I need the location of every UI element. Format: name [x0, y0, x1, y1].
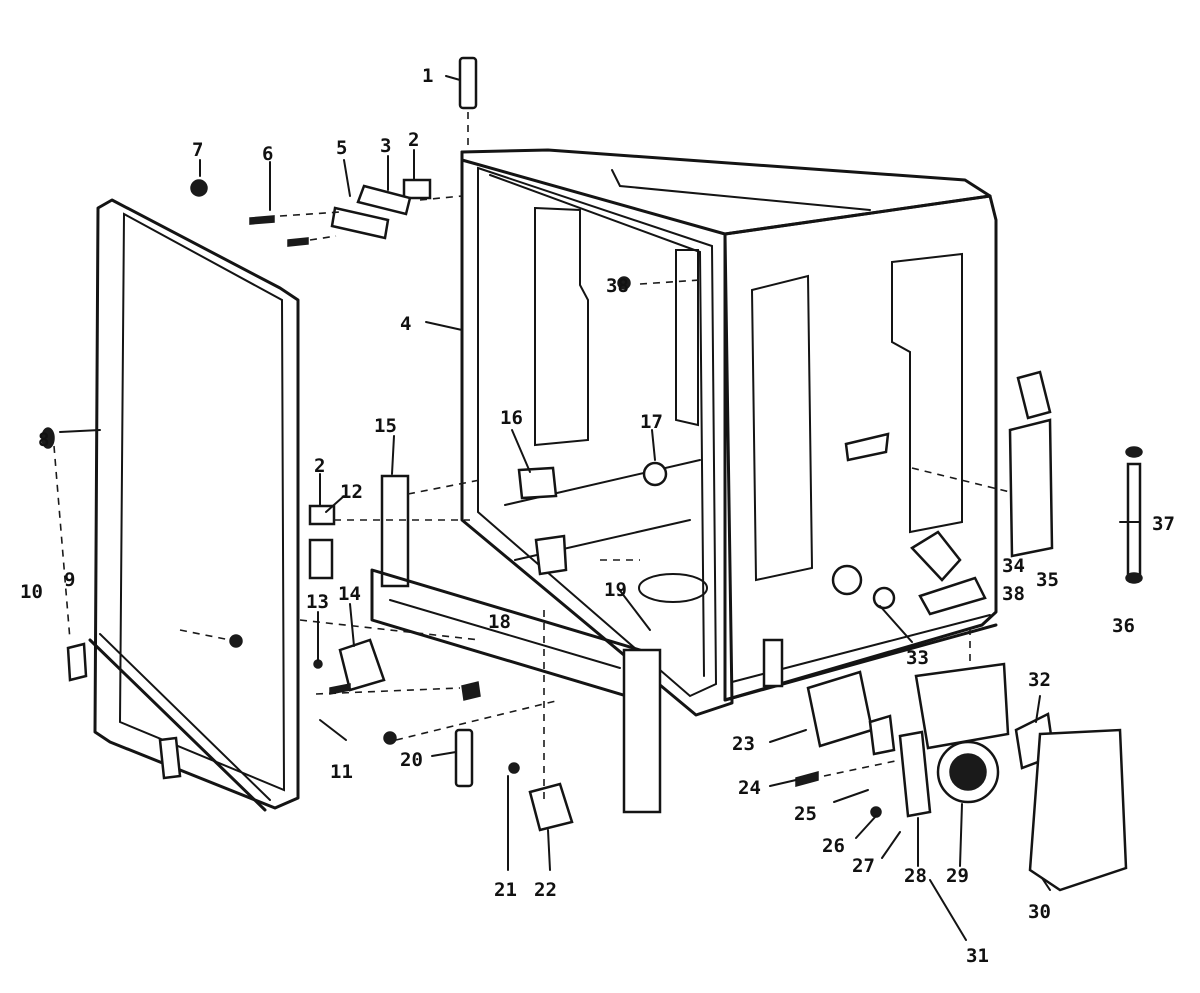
callout-37: 37: [1152, 513, 1175, 535]
callout-17: 17: [640, 411, 663, 433]
callout-31: 31: [966, 945, 989, 967]
callout-36: 36: [1112, 615, 1135, 637]
door-gasket: [93, 198, 300, 810]
callout-22: 22: [534, 879, 557, 901]
motor-assembly: [795, 662, 1128, 892]
callout-28: 28: [904, 865, 927, 887]
hinge-pin-part-1: [458, 56, 478, 110]
callout-7: 7: [192, 139, 203, 161]
callout-38-tub: 38: [606, 275, 629, 297]
callout-19: 19: [604, 579, 627, 601]
lower-door-parts: [454, 681, 574, 832]
latch-parts: [308, 474, 410, 695]
callout-2-latch: 2: [314, 455, 325, 477]
callout-16: 16: [500, 407, 523, 429]
side-parts: [1008, 370, 1143, 584]
door-strip: [88, 633, 271, 812]
callout-27: 27: [852, 855, 875, 877]
callout-38: 38: [1002, 583, 1025, 605]
callout-26: 26: [822, 835, 845, 857]
callout-25: 25: [794, 803, 817, 825]
callout-8: 8: [38, 429, 49, 451]
callout-34: 34: [1002, 555, 1025, 577]
callout-1: 1: [422, 65, 433, 87]
callout-4: 4: [400, 313, 411, 335]
callout-33: 33: [906, 647, 929, 669]
upper-bracket-parts: [190, 178, 432, 247]
callout-3: 3: [380, 135, 391, 157]
callout-11: 11: [330, 761, 353, 783]
callout-30: 30: [1028, 901, 1051, 923]
door-rail-part-18: [370, 568, 662, 814]
lower-left-parts: [41, 427, 397, 780]
callout-18: 18: [488, 611, 511, 633]
callout-12: 12: [340, 481, 363, 503]
callout-2: 2: [408, 129, 419, 151]
callout-14: 14: [338, 583, 361, 605]
callout-numbers: 1 2 3 5 6 7 4 8 9 10 11 12 2 13 14 15 16…: [20, 65, 1175, 967]
callout-5: 5: [336, 137, 347, 159]
callout-24: 24: [738, 777, 761, 799]
callout-32: 32: [1028, 669, 1051, 691]
callout-23: 23: [732, 733, 755, 755]
callout-29: 29: [946, 865, 969, 887]
callout-9: 9: [64, 569, 75, 591]
callout-15: 15: [374, 415, 397, 437]
dishwasher-tub: [460, 148, 998, 717]
callout-10: 10: [20, 581, 43, 603]
callout-20: 20: [400, 749, 423, 771]
callout-6: 6: [262, 143, 273, 165]
callout-21: 21: [494, 879, 517, 901]
callout-35: 35: [1036, 569, 1059, 591]
leader-lines: [53, 75, 1141, 941]
callout-13: 13: [306, 591, 329, 613]
